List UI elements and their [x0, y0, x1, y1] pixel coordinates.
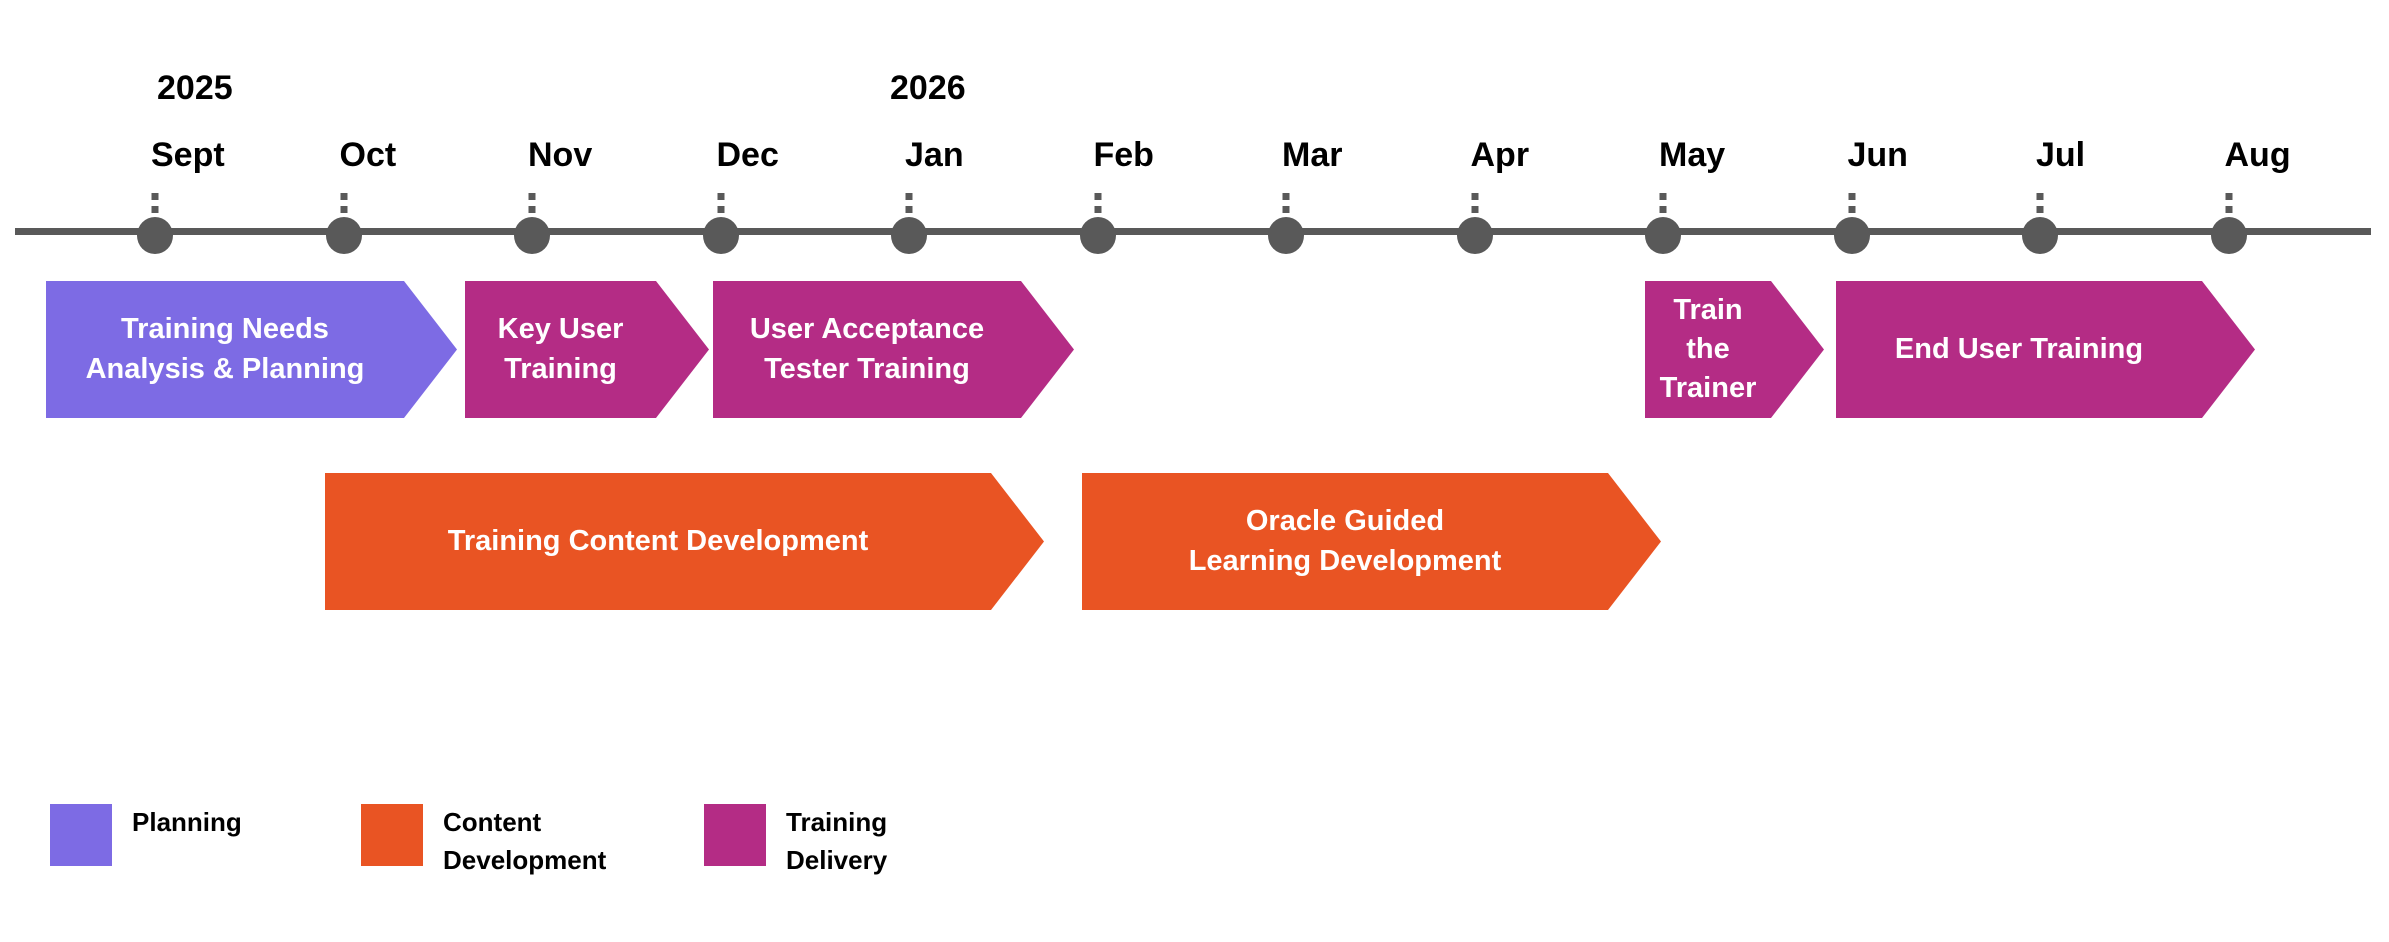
- legend-label: Training Delivery: [786, 807, 888, 875]
- task-arrow-label: Train the Trainer: [1659, 293, 1757, 405]
- year-label: 2026: [890, 69, 966, 107]
- month-dot: [1079, 217, 1116, 254]
- month-tick: [1282, 193, 1290, 213]
- month-dot: [702, 217, 739, 254]
- legend-label: Content Development: [443, 807, 607, 875]
- year-label: 2025: [157, 69, 233, 107]
- month-dot: [2210, 217, 2247, 254]
- month-label: Aug: [2224, 136, 2291, 174]
- task-arrow-label: Oracle Guided Learning Development: [1188, 505, 1502, 577]
- task-arrow: Oracle Guided Learning Development: [1082, 473, 1661, 610]
- month-tick: [2225, 193, 2232, 213]
- month-label: Jul: [2036, 136, 2086, 174]
- task-arrow: User Acceptance Tester Training: [713, 281, 1074, 418]
- month-dot: [1456, 217, 1493, 254]
- legend-swatch: [361, 804, 423, 866]
- month-tick: [1659, 193, 1667, 213]
- month-label: Oct: [339, 136, 397, 174]
- legend-swatch: [704, 804, 766, 866]
- month-label: May: [1659, 136, 1726, 174]
- month-dot: [891, 217, 927, 254]
- task-arrow: Training Needs Analysis & Planning: [46, 281, 457, 418]
- month-tick: [528, 193, 536, 213]
- task-arrow-label: Training Content Development: [447, 524, 869, 557]
- month-label: Jan: [905, 136, 964, 174]
- month-dot: [1833, 217, 1870, 254]
- month-label: Nov: [528, 136, 593, 174]
- month-tick: [151, 193, 159, 213]
- month-dot: [137, 217, 173, 254]
- month-dot: [325, 217, 362, 254]
- month-dot: [2022, 217, 2058, 254]
- month-tick: [905, 193, 913, 213]
- task-arrow: Key User Training: [465, 281, 709, 418]
- month-tick: [1848, 193, 1855, 213]
- month-tick: [1471, 193, 1478, 213]
- month-dot: [514, 217, 550, 254]
- task-arrow: Train the Trainer: [1645, 281, 1824, 418]
- task-arrow: End User Training: [1836, 281, 2255, 418]
- month-tick: [717, 193, 724, 213]
- month-label: Sept: [151, 136, 225, 174]
- task-arrow-label: User Acceptance Tester Training: [749, 313, 985, 385]
- legend-label: Planning: [132, 807, 242, 837]
- task-arrow-label: End User Training: [1894, 332, 2144, 365]
- month-label: Apr: [1470, 136, 1530, 174]
- month-dot: [1645, 217, 1681, 254]
- month-dot: [1268, 217, 1304, 254]
- month-tick: [2036, 193, 2044, 213]
- month-label: Jun: [1847, 136, 1908, 174]
- task-arrow-label: Training Needs Analysis & Planning: [85, 313, 365, 385]
- task-arrow: Training Content Development: [325, 473, 1044, 610]
- month-tick: [340, 193, 347, 213]
- timeline-axis-line: [15, 228, 2371, 235]
- month-label: Mar: [1282, 136, 1343, 174]
- legend-swatch: [50, 804, 112, 866]
- task-arrow-label: Key User Training: [497, 313, 624, 385]
- month-label: Feb: [1093, 136, 1154, 174]
- month-tick: [1094, 193, 1101, 213]
- month-label: Dec: [716, 136, 779, 174]
